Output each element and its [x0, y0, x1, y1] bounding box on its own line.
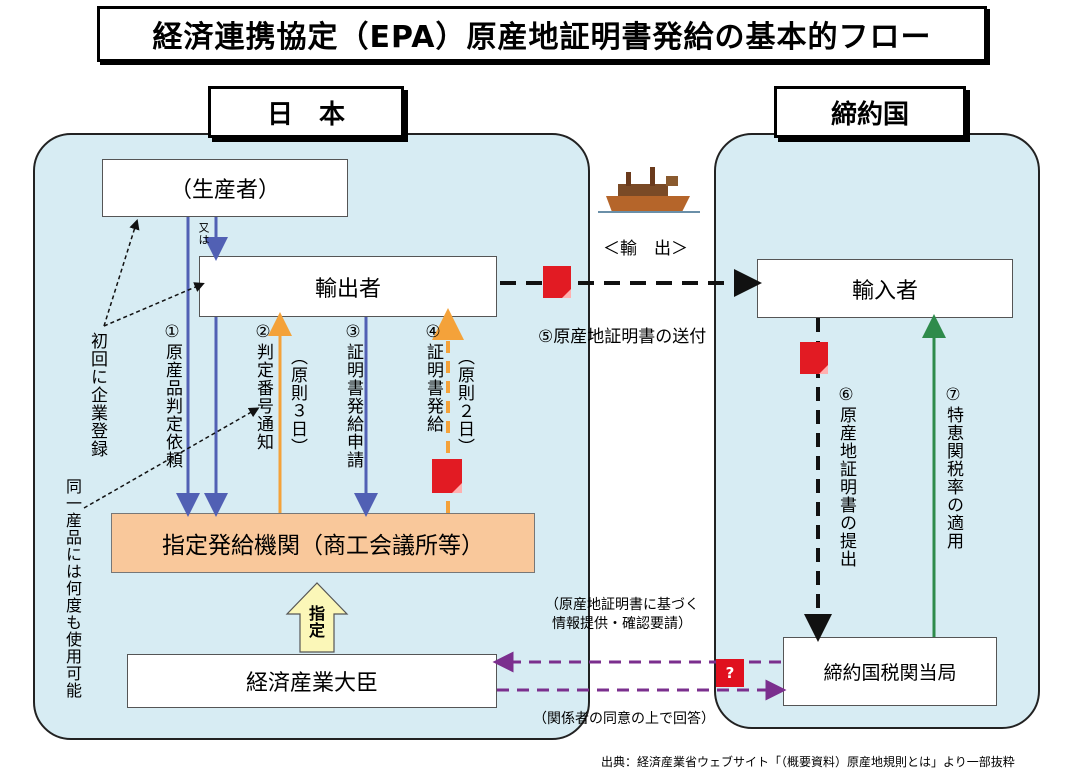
dotted-registration-exporter	[103, 282, 205, 327]
inquiry-request-label: （原産地証明書に基づく情報提供・確認要請）	[545, 597, 699, 632]
partner-header: 締約国	[774, 86, 966, 138]
dotted-reuse	[83, 407, 260, 509]
designation-arrow	[285, 582, 349, 653]
question-mark-icon: ?	[716, 659, 744, 687]
export-label: ＜輸 出＞	[603, 239, 688, 259]
step7-label: ⑦特恵関税率の適用	[943, 385, 963, 550]
dotted-registration-producer	[103, 218, 140, 327]
registration-note: 初回に企業登録	[87, 332, 107, 458]
step1-label: ①原産品判定依頼	[162, 322, 182, 469]
ship-icon	[598, 167, 700, 213]
designation-label: 指定	[306, 605, 325, 639]
producer-box: （生産者）	[102, 159, 348, 217]
step5-label: ⑤原産地証明書の送付	[538, 327, 707, 347]
japan-header: 日 本	[208, 86, 404, 138]
step3-label: ③証明書発給申請	[343, 322, 363, 469]
step6-label: ⑥原産地証明書の提出	[836, 385, 856, 568]
step2-note: （原則３日）	[287, 348, 307, 456]
page-title: 経済連携協定（EPA）原産地証明書発給の基本的フロー	[97, 6, 987, 62]
document-icon-step4	[432, 459, 462, 493]
document-icon-step5	[543, 266, 571, 298]
reuse-note: 同一産品には何度も使用可能	[63, 478, 82, 699]
customs-box: 締約国税関当局	[783, 637, 997, 706]
minister-box: 経済産業大臣	[127, 654, 497, 708]
source-note: 出典：経済産業省ウェブサイト「（概要資料）原産地規則とは」より一部抜粋	[601, 755, 1015, 769]
issuing-body-box: 指定発給機関（商工会議所等）	[111, 513, 535, 573]
partner-region	[714, 133, 1040, 729]
importer-box: 輸入者	[757, 259, 1013, 318]
document-icon-step6	[800, 342, 828, 374]
or-label: 又は	[197, 222, 210, 246]
exporter-box: 輸出者	[199, 256, 497, 317]
step4-label: ④証明書発給	[423, 322, 443, 433]
step2-label: ②判定番号通知	[253, 322, 273, 451]
step4-note: （原則２日）	[454, 348, 474, 456]
inquiry-reply-label: （関係者の同意の上で回答）	[533, 711, 715, 727]
